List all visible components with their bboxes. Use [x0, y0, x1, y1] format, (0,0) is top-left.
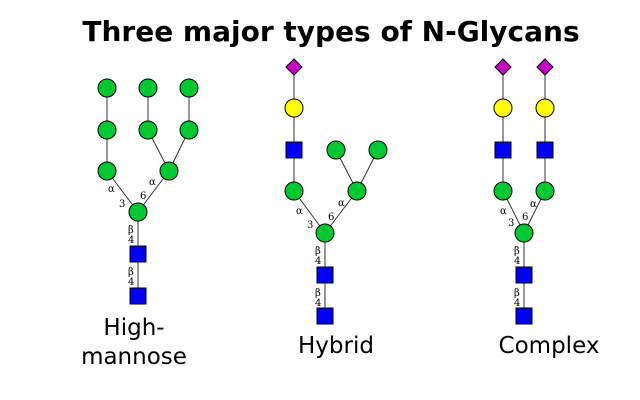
- glcnac-node: [129, 287, 147, 305]
- mannose-node: [128, 202, 148, 222]
- mannose-node: [493, 181, 513, 201]
- linkage-label: 4: [128, 235, 134, 246]
- mannose-node: [326, 140, 346, 160]
- mannose-node: [284, 181, 304, 201]
- glcnac-node: [285, 141, 303, 159]
- linkage-label: 3: [119, 199, 125, 210]
- linkage-label: β: [128, 225, 134, 236]
- mannose-node: [514, 223, 534, 243]
- mannose-node: [97, 78, 117, 98]
- linkage-label: 4: [128, 277, 134, 288]
- complex-glycan: α 3 α 6 β 4 β 4 Complex: [493, 58, 600, 359]
- linkage-label: β: [514, 246, 520, 257]
- mannose-node: [179, 120, 199, 140]
- type-label-high-mannose: mannose: [81, 344, 187, 370]
- diagram-title: Three major types of N-Glycans: [82, 15, 579, 48]
- linkage-label: 6: [522, 212, 528, 223]
- linkage-label: 3: [508, 218, 514, 229]
- sialic-acid-node: [494, 58, 512, 76]
- mannose-node: [368, 140, 388, 160]
- mannose-node: [535, 181, 555, 201]
- linkage-label: α: [149, 177, 156, 188]
- sialic-acid-node: [536, 58, 554, 76]
- glcnac-node: [494, 141, 512, 159]
- linkage-label: α: [108, 184, 115, 195]
- mannose-node: [97, 161, 117, 181]
- linkage-label: α: [500, 206, 507, 217]
- type-label-complex: Complex: [499, 333, 600, 359]
- linkage-label: 4: [315, 256, 321, 267]
- linkage-label: β: [514, 288, 520, 299]
- type-label-hybrid: Hybrid: [298, 333, 374, 359]
- mannose-node: [315, 223, 335, 243]
- high-mannose-glycan: α 3 α 6 β 4 β 4 High- mannose: [81, 78, 199, 370]
- glcnac-node: [536, 141, 554, 159]
- linkage-label: β: [128, 267, 134, 278]
- glcnac-node: [129, 245, 147, 263]
- linkage-label: 4: [514, 256, 520, 267]
- galactose-node: [284, 98, 304, 118]
- linkage-label: α: [296, 206, 303, 217]
- glcnac-node: [515, 307, 533, 325]
- linkage-label: β: [315, 246, 321, 257]
- mannose-node: [159, 161, 179, 181]
- glcnac-node: [316, 307, 334, 325]
- mannose-node: [179, 78, 199, 98]
- hybrid-glycan: α 3 α 6 β 4 β 4 Hybrid: [284, 58, 388, 359]
- mannose-node: [138, 78, 158, 98]
- linkage-label: 6: [140, 191, 146, 202]
- glcnac-node: [515, 266, 533, 284]
- linkage-label: β: [315, 288, 321, 299]
- sialic-acid-node: [285, 58, 303, 76]
- galactose-node: [535, 98, 555, 118]
- linkage-label: α: [338, 198, 345, 209]
- linkage-label: 4: [315, 298, 321, 309]
- galactose-node: [493, 98, 513, 118]
- linkage-label: α: [530, 199, 537, 210]
- type-label-high-mannose: High-: [103, 315, 164, 341]
- linkage-label: 4: [514, 298, 520, 309]
- mannose-node: [97, 120, 117, 140]
- mannose-node: [138, 120, 158, 140]
- mannose-node: [347, 181, 367, 201]
- glcnac-node: [316, 266, 334, 284]
- linkage-label: 3: [307, 220, 313, 231]
- linkage-label: 6: [328, 212, 334, 223]
